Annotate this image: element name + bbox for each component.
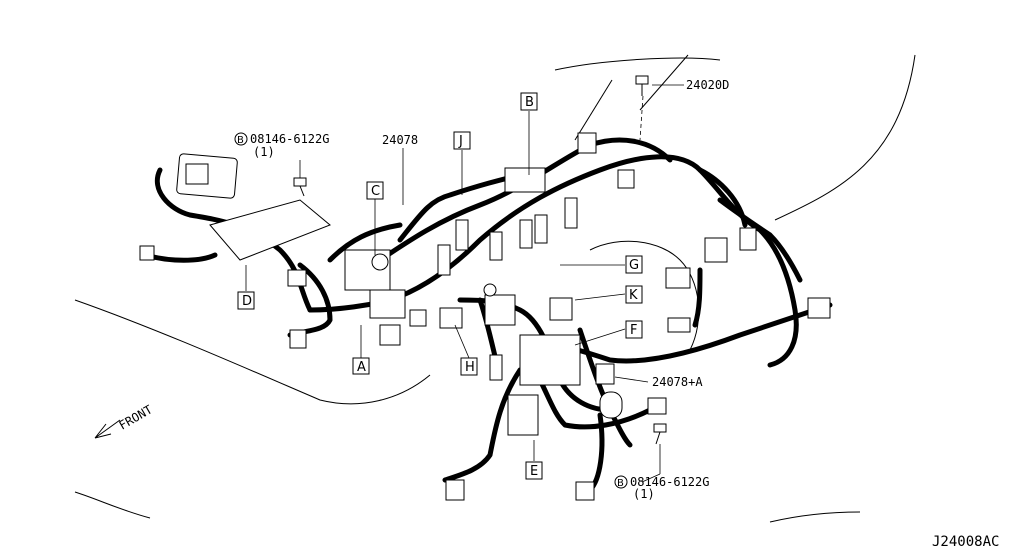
box-label-D: D	[237, 291, 255, 310]
svg-text:A: A	[357, 360, 366, 375]
bolt-top-icon	[293, 177, 307, 197]
bolt-code-top: 08146-6122G	[250, 132, 329, 146]
bolt-bottom-icon	[653, 423, 667, 445]
bolt-symbol: B	[237, 135, 244, 146]
leader-lines	[245, 84, 684, 483]
part-label-24020d: 24020D	[686, 78, 729, 92]
svg-text:F: F	[630, 323, 637, 338]
box-label-A: A	[352, 357, 370, 375]
front-label: FRONT	[117, 402, 155, 432]
bolt-callout-bottom: B 08146-6122G (1)	[614, 475, 709, 501]
connectors	[139, 132, 831, 501]
bolt-callout-top: B 08146-6122G (1)	[234, 132, 329, 159]
drawing-code: J24008AC	[932, 534, 999, 550]
box-label-E: E	[525, 461, 543, 480]
part-label-24078: 24078	[382, 133, 418, 147]
svg-text:E: E	[530, 464, 538, 479]
bolt-24020d-icon	[635, 75, 649, 96]
box-label-F: F	[625, 320, 643, 339]
svg-text:K: K	[629, 288, 638, 303]
bolt-symbol: B	[617, 478, 624, 489]
part-label-24078a: 24078+A	[652, 375, 703, 389]
box-label-J: J	[453, 131, 471, 150]
svg-text:H: H	[465, 360, 475, 375]
svg-text:C: C	[371, 184, 380, 199]
box-label-H: H	[460, 357, 478, 376]
box-label-K: K	[625, 285, 643, 304]
box-label-B: B	[520, 92, 538, 111]
vehicle-body-outline	[74, 54, 916, 523]
svg-text:B: B	[525, 95, 534, 110]
svg-text:J: J	[458, 134, 463, 149]
bolt-code-bottom: 08146-6122G	[630, 475, 709, 489]
front-arrow: FRONT	[94, 402, 155, 439]
box-label-C: C	[366, 181, 384, 200]
box-label-G: G	[625, 255, 643, 274]
bolt-qty-top: (1)	[253, 145, 275, 159]
bolt-qty-bottom: (1)	[633, 487, 655, 501]
svg-text:D: D	[242, 294, 252, 309]
svg-text:G: G	[629, 258, 639, 273]
